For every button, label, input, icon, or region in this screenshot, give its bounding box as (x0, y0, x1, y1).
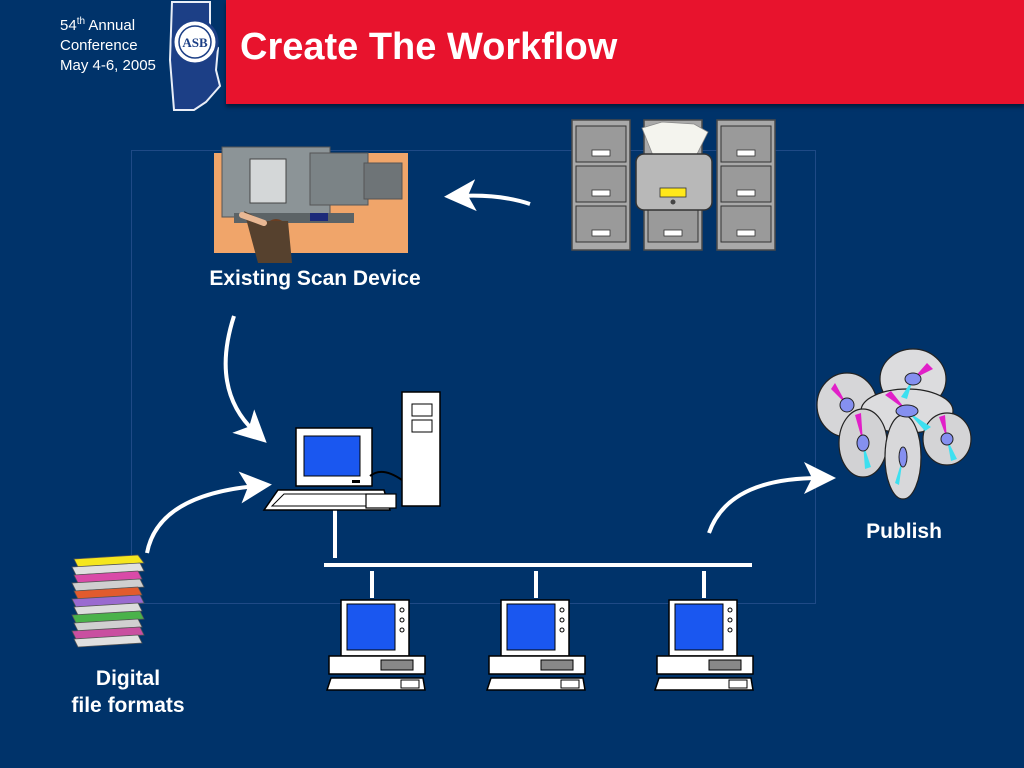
page-title: Create The Workflow (240, 26, 618, 68)
scanner-icon (214, 146, 408, 263)
content-frame (131, 150, 816, 604)
arrow-cabinets-to-scanner (444, 179, 531, 212)
title-bar: Create The Workflow (226, 0, 1024, 104)
network-computer-icon (485, 599, 586, 691)
digital-formats-label: Digital file formats (58, 665, 198, 719)
publish-label: Publish (866, 520, 942, 543)
arrow-network-to-publish (707, 462, 836, 534)
conference-info: 54th Annual Conference May 4-6, 2005 (60, 16, 156, 76)
filing-cabinets-icon (571, 119, 776, 251)
network-computer-icon (325, 599, 426, 691)
digital-formats-line-1: Digital (95, 667, 161, 690)
conference-line-1: 54th Annual (60, 16, 136, 35)
digital-formats-line-2: file formats (71, 694, 185, 717)
scan-device-label: Existing Scan Device (209, 267, 421, 290)
network-computer-icon (653, 599, 754, 691)
workstation-icon (262, 391, 441, 511)
asb-logo: ASB (168, 1, 222, 111)
conference-line-3: May 4-6, 2005 (60, 57, 156, 74)
arrow-scanner-to-workstation (223, 315, 267, 443)
document-stack-icon (71, 554, 145, 648)
logo-text: ASB (182, 35, 208, 50)
cd-stack-icon (816, 348, 972, 500)
arrow-documents-to-workstation (145, 471, 272, 554)
conference-line-2: Conference (60, 37, 138, 54)
